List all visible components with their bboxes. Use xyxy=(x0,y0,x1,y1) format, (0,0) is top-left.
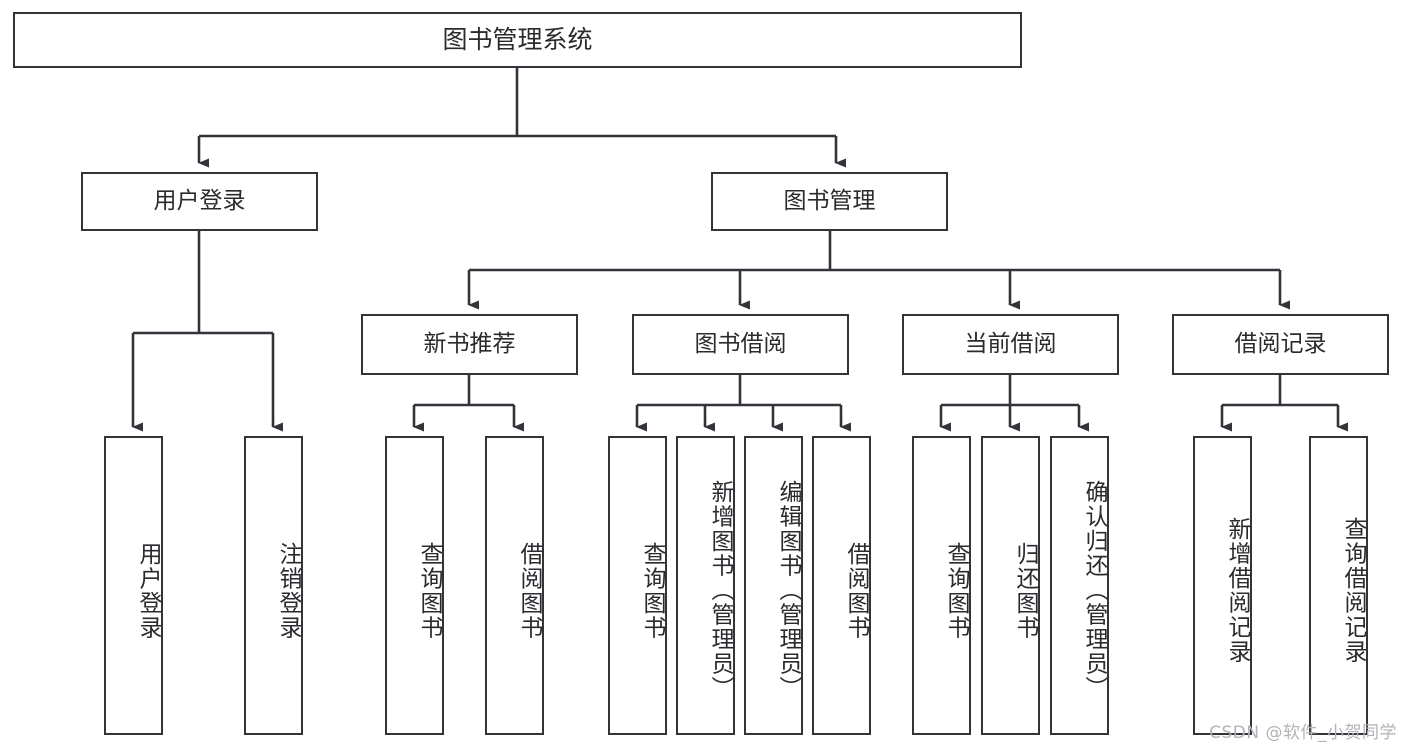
leaf-cb-query-book[interactable]: 查询图书 xyxy=(912,436,971,735)
watermark-text: CSDN @软件_小贺同学 xyxy=(1209,723,1397,743)
node-borrow-record-label: 借阅记录 xyxy=(1234,330,1327,357)
leaf-bb-query-book[interactable]: 查询图书 xyxy=(608,436,667,735)
node-book-borrow[interactable]: 图书借阅 xyxy=(632,314,849,375)
node-book-borrow-label: 图书借阅 xyxy=(694,330,787,357)
leaf-nb-query-book[interactable]: 查询图书 xyxy=(385,436,444,735)
leaf-nb-borrow-book-label: 借阅图书 xyxy=(516,541,542,640)
node-borrow-record[interactable]: 借阅记录 xyxy=(1172,314,1389,375)
leaf-cb-confirm-return[interactable]: 确认归还（管理员） xyxy=(1050,436,1109,735)
leaf-br-query-record-label: 查询借阅记录 xyxy=(1340,517,1366,664)
node-new-book-recommend-label: 新书推荐 xyxy=(423,330,516,357)
node-root-label: 图书管理系统 xyxy=(442,25,593,55)
node-current-borrow-label: 当前借阅 xyxy=(964,330,1057,357)
leaf-logout[interactable]: 注销登录 xyxy=(244,436,303,735)
leaf-bb-edit-book[interactable]: 编辑图书（管理员） xyxy=(744,436,803,735)
leaf-cb-confirm-return-label: 确认归还（管理员） xyxy=(1081,480,1107,701)
leaf-br-query-record[interactable]: 查询借阅记录 xyxy=(1309,436,1368,735)
leaf-bb-borrow-book[interactable]: 借阅图书 xyxy=(812,436,871,735)
leaf-cb-return-book-label: 归还图书 xyxy=(1012,541,1038,640)
node-current-borrow[interactable]: 当前借阅 xyxy=(902,314,1119,375)
leaf-nb-query-book-label: 查询图书 xyxy=(416,541,442,640)
leaf-cb-return-book[interactable]: 归还图书 xyxy=(981,436,1040,735)
node-root[interactable]: 图书管理系统 xyxy=(13,12,1022,68)
node-user-login[interactable]: 用户登录 xyxy=(81,172,318,231)
node-user-login-label: 用户登录 xyxy=(153,187,246,214)
node-book-manage[interactable]: 图书管理 xyxy=(711,172,948,231)
node-book-manage-label: 图书管理 xyxy=(783,187,876,214)
leaf-nb-borrow-book[interactable]: 借阅图书 xyxy=(485,436,544,735)
leaf-bb-edit-book-label: 编辑图书（管理员） xyxy=(775,480,801,701)
node-new-book-recommend[interactable]: 新书推荐 xyxy=(361,314,578,375)
leaf-bb-add-book-label: 新增图书（管理员） xyxy=(707,480,733,701)
leaf-br-add-record-label: 新增借阅记录 xyxy=(1224,517,1250,664)
leaf-bb-add-book[interactable]: 新增图书（管理员） xyxy=(676,436,735,735)
leaf-bb-borrow-book-label: 借阅图书 xyxy=(843,541,869,640)
leaf-cb-query-book-label: 查询图书 xyxy=(943,541,969,640)
leaf-bb-query-book-label: 查询图书 xyxy=(639,541,665,640)
leaf-user-login-label: 用户登录 xyxy=(135,541,161,640)
leaf-user-login[interactable]: 用户登录 xyxy=(104,436,163,735)
leaf-br-add-record[interactable]: 新增借阅记录 xyxy=(1193,436,1252,735)
leaf-logout-label: 注销登录 xyxy=(275,541,301,640)
